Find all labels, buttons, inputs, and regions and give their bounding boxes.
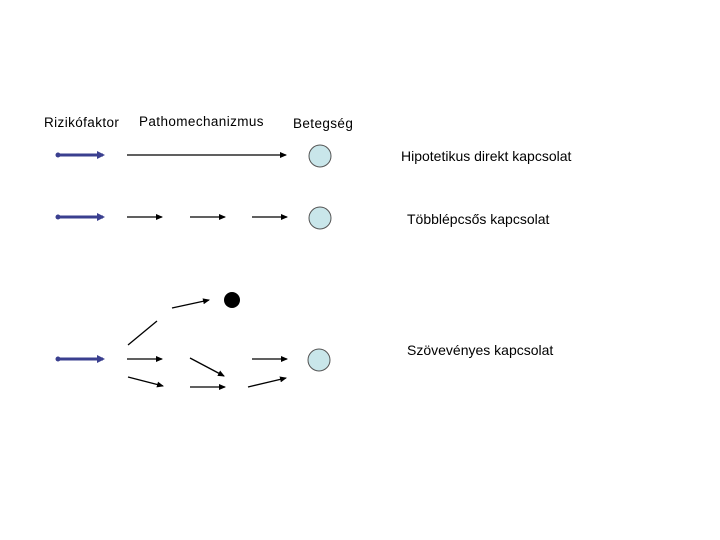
row-multistep — [55, 206, 332, 230]
row-direct — [55, 144, 332, 168]
risk-arrow-tail — [55, 152, 61, 158]
disease-node — [307, 348, 331, 372]
row-label-multistep: Többlépcsős kapcsolat — [407, 211, 550, 227]
header-risk-factor: Rizikófaktor — [44, 115, 120, 130]
header-pathomechanism: Pathomechanizmus — [139, 114, 264, 129]
row-label-complex: Szövevényes kapcsolat — [407, 342, 554, 358]
risk-arrow-tail — [55, 356, 61, 362]
row-label-direct: Hipotetikus direkt kapcsolat — [401, 148, 572, 164]
side-node — [224, 292, 240, 308]
lower-arrow-1 — [127, 376, 164, 388]
branch-arrow-up — [127, 320, 158, 346]
header-disease: Betegség — [293, 116, 354, 131]
lower-arrow-3 — [247, 376, 287, 388]
disease-node — [308, 144, 332, 168]
risk-arrow-tail — [55, 214, 61, 220]
disease-node — [308, 206, 332, 230]
branch-arrow-to-node — [171, 298, 210, 309]
row-complex — [55, 292, 331, 390]
path-arrow-2 — [189, 357, 225, 377]
